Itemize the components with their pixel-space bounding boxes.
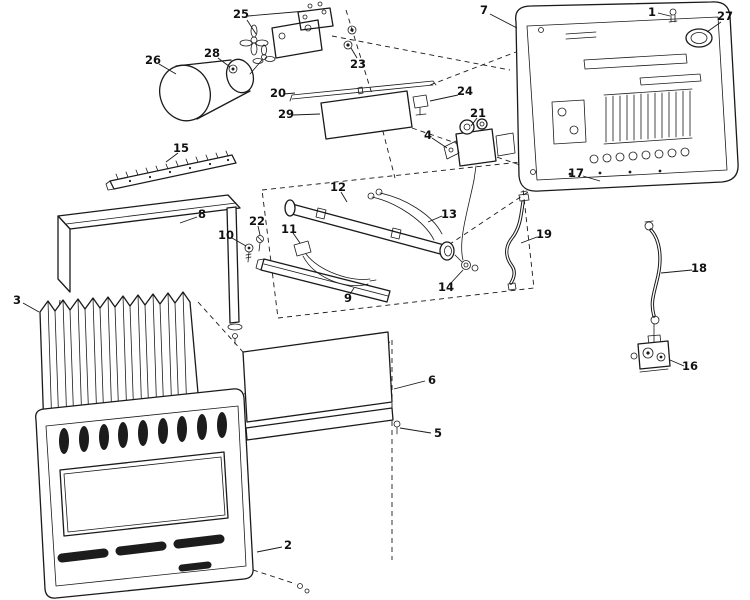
part-toothed-strip [105,150,237,191]
callout-13: 13 [441,207,457,221]
callout-11: 11 [281,222,297,236]
callout-10: 10 [218,228,234,242]
part-pilot-tube [505,190,530,291]
callout-29: 29 [278,107,294,121]
grille-top-louvers [59,412,227,454]
part-rear-cabinet [515,1,739,192]
grille-window [59,451,229,537]
part-rod [289,80,437,102]
callout-5: 5 [434,426,442,440]
cabinet-bottom-holes [568,147,690,176]
callout-12: 12 [330,180,346,194]
part-burner-pan [260,258,391,303]
part-bolt-10 [244,243,254,263]
part-screw-22 [256,235,264,252]
part-burner-assembly [255,179,479,303]
callout-18: 18 [691,261,707,275]
part-igniter [293,240,312,257]
callouts: 1 2 3 4 5 6 7 8 9 10 11 12 13 14 15 16 1… [13,3,733,553]
callout-4: 4 [424,128,432,142]
part-fan-assembly [239,1,334,64]
part-motor-cap [228,64,238,74]
part-bottom-strip [245,407,401,441]
callout-3: 3 [13,293,21,307]
part-screw-bottom [297,583,303,589]
callout-28: 28 [204,46,220,60]
callout-26: 26 [145,53,161,67]
callout-19: 19 [536,227,552,241]
part-mounting-bracket [57,194,243,345]
part-nuts [343,25,357,50]
part-flue-collar [685,28,713,48]
grille-bottom-slots [57,534,225,572]
callout-20: 20 [270,86,286,100]
part-screw-bottom-2 [304,588,310,594]
callout-21: 21 [470,106,486,120]
part-baffle-panel [320,90,413,140]
callout-27: 27 [717,9,733,23]
part-blower-motor [159,58,263,122]
part-front-grille [35,388,310,599]
callout-2: 2 [284,538,292,552]
callout-22: 22 [249,214,265,228]
part-front-panel-glass [242,331,393,423]
part-top-fitting [668,8,678,23]
callout-25: 25 [233,7,249,21]
callout-16: 16 [682,359,698,373]
callout-17: 17 [568,166,584,180]
callout-8: 8 [198,207,206,221]
part-small-bracket [412,94,429,116]
callout-14: 14 [438,280,454,294]
part-supply-pipe [644,220,662,325]
callout-24: 24 [457,84,473,98]
part-gas-valve [455,118,516,181]
callout-23: 23 [350,57,366,71]
callout-6: 6 [428,373,436,387]
callout-15: 15 [173,141,189,155]
part-valve-bracket [443,140,460,160]
callout-9: 9 [344,291,352,305]
part-fitting-14 [454,254,479,272]
part-regulator [630,323,671,373]
callout-7: 7 [480,3,488,17]
callout-1: 1 [648,5,656,19]
